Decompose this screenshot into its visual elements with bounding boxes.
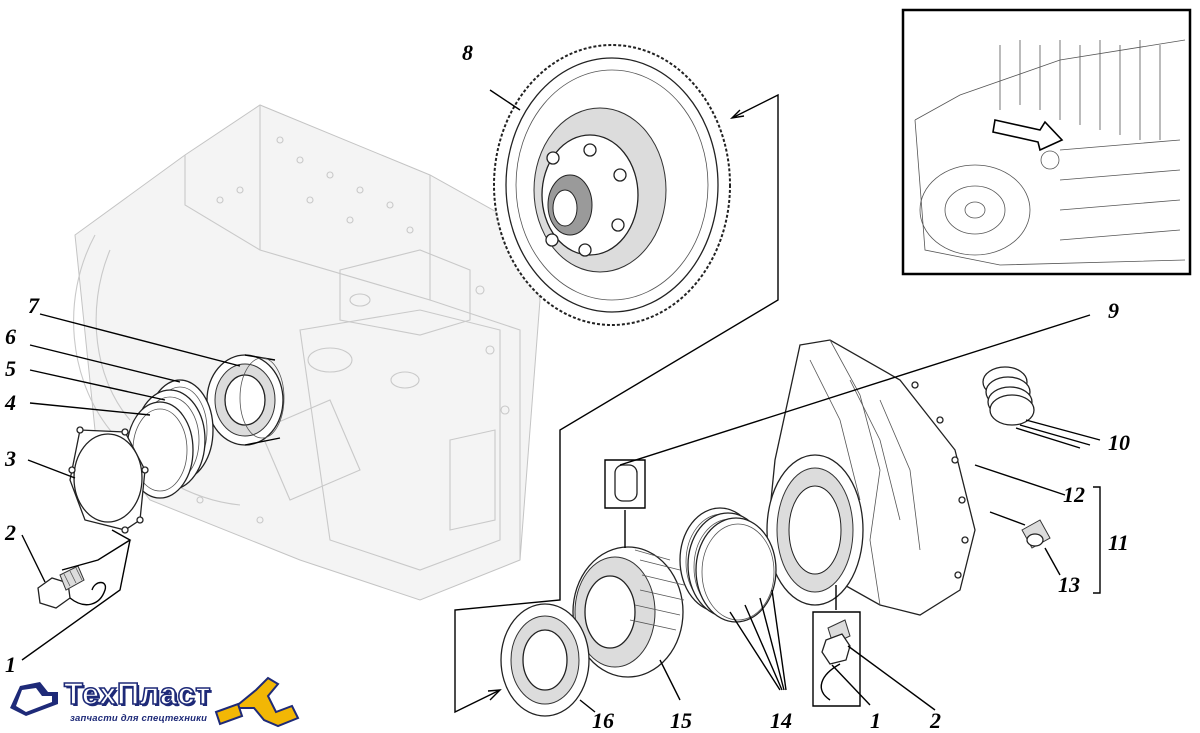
callout-4: 4: [4, 390, 16, 415]
gasket-part-3: [68, 426, 149, 534]
callout-12: 12: [1063, 482, 1085, 507]
logo-wordmark: ТехПласт: [63, 675, 212, 712]
callout-7: 7: [28, 293, 40, 318]
housing-cover-part-9: [766, 339, 976, 616]
callout-16: 16: [592, 708, 614, 733]
inset-engine-view: [901, 8, 1192, 276]
callout-13: 13: [1058, 572, 1080, 597]
callout-2-left: 2: [4, 520, 16, 545]
callout-1-left: 1: [5, 652, 16, 677]
callout-5: 5: [5, 356, 16, 381]
bearing-part-16: [500, 603, 590, 717]
leader-lines: [21, 89, 1101, 714]
callout-8: 8: [462, 40, 473, 65]
plug-part-13: [1021, 519, 1051, 549]
bolt-with-wire-right: [812, 611, 861, 707]
bolt-with-wire-left: [21, 529, 132, 661]
large-ring-gear: [493, 44, 731, 326]
seal-rings-part-14: [679, 507, 777, 623]
logo-tagline: запчасти для спецтехники: [70, 713, 208, 724]
callout-15: 15: [670, 708, 692, 733]
callout-14: 14: [770, 708, 792, 733]
transmission-housing-drawing: [73, 104, 541, 601]
callout-6: 6: [5, 324, 16, 349]
callout-11: 11: [1108, 530, 1129, 555]
springs-part-10: [982, 366, 1035, 426]
callout-1-right: 1: [870, 708, 881, 733]
callout-numbers: 8 7 6 5 4 3 2 1 9 10 12 11 13 16 15 14 1…: [4, 40, 1130, 733]
callout-10: 10: [1108, 430, 1130, 455]
piston-part-15: [572, 459, 685, 678]
bearing-part-7: [206, 354, 285, 446]
excavator-icon: [10, 676, 300, 728]
techplast-logo: [10, 676, 300, 728]
callout-9: 9: [1108, 298, 1119, 323]
callout-3: 3: [4, 446, 16, 471]
callout-2-right: 2: [929, 708, 941, 733]
